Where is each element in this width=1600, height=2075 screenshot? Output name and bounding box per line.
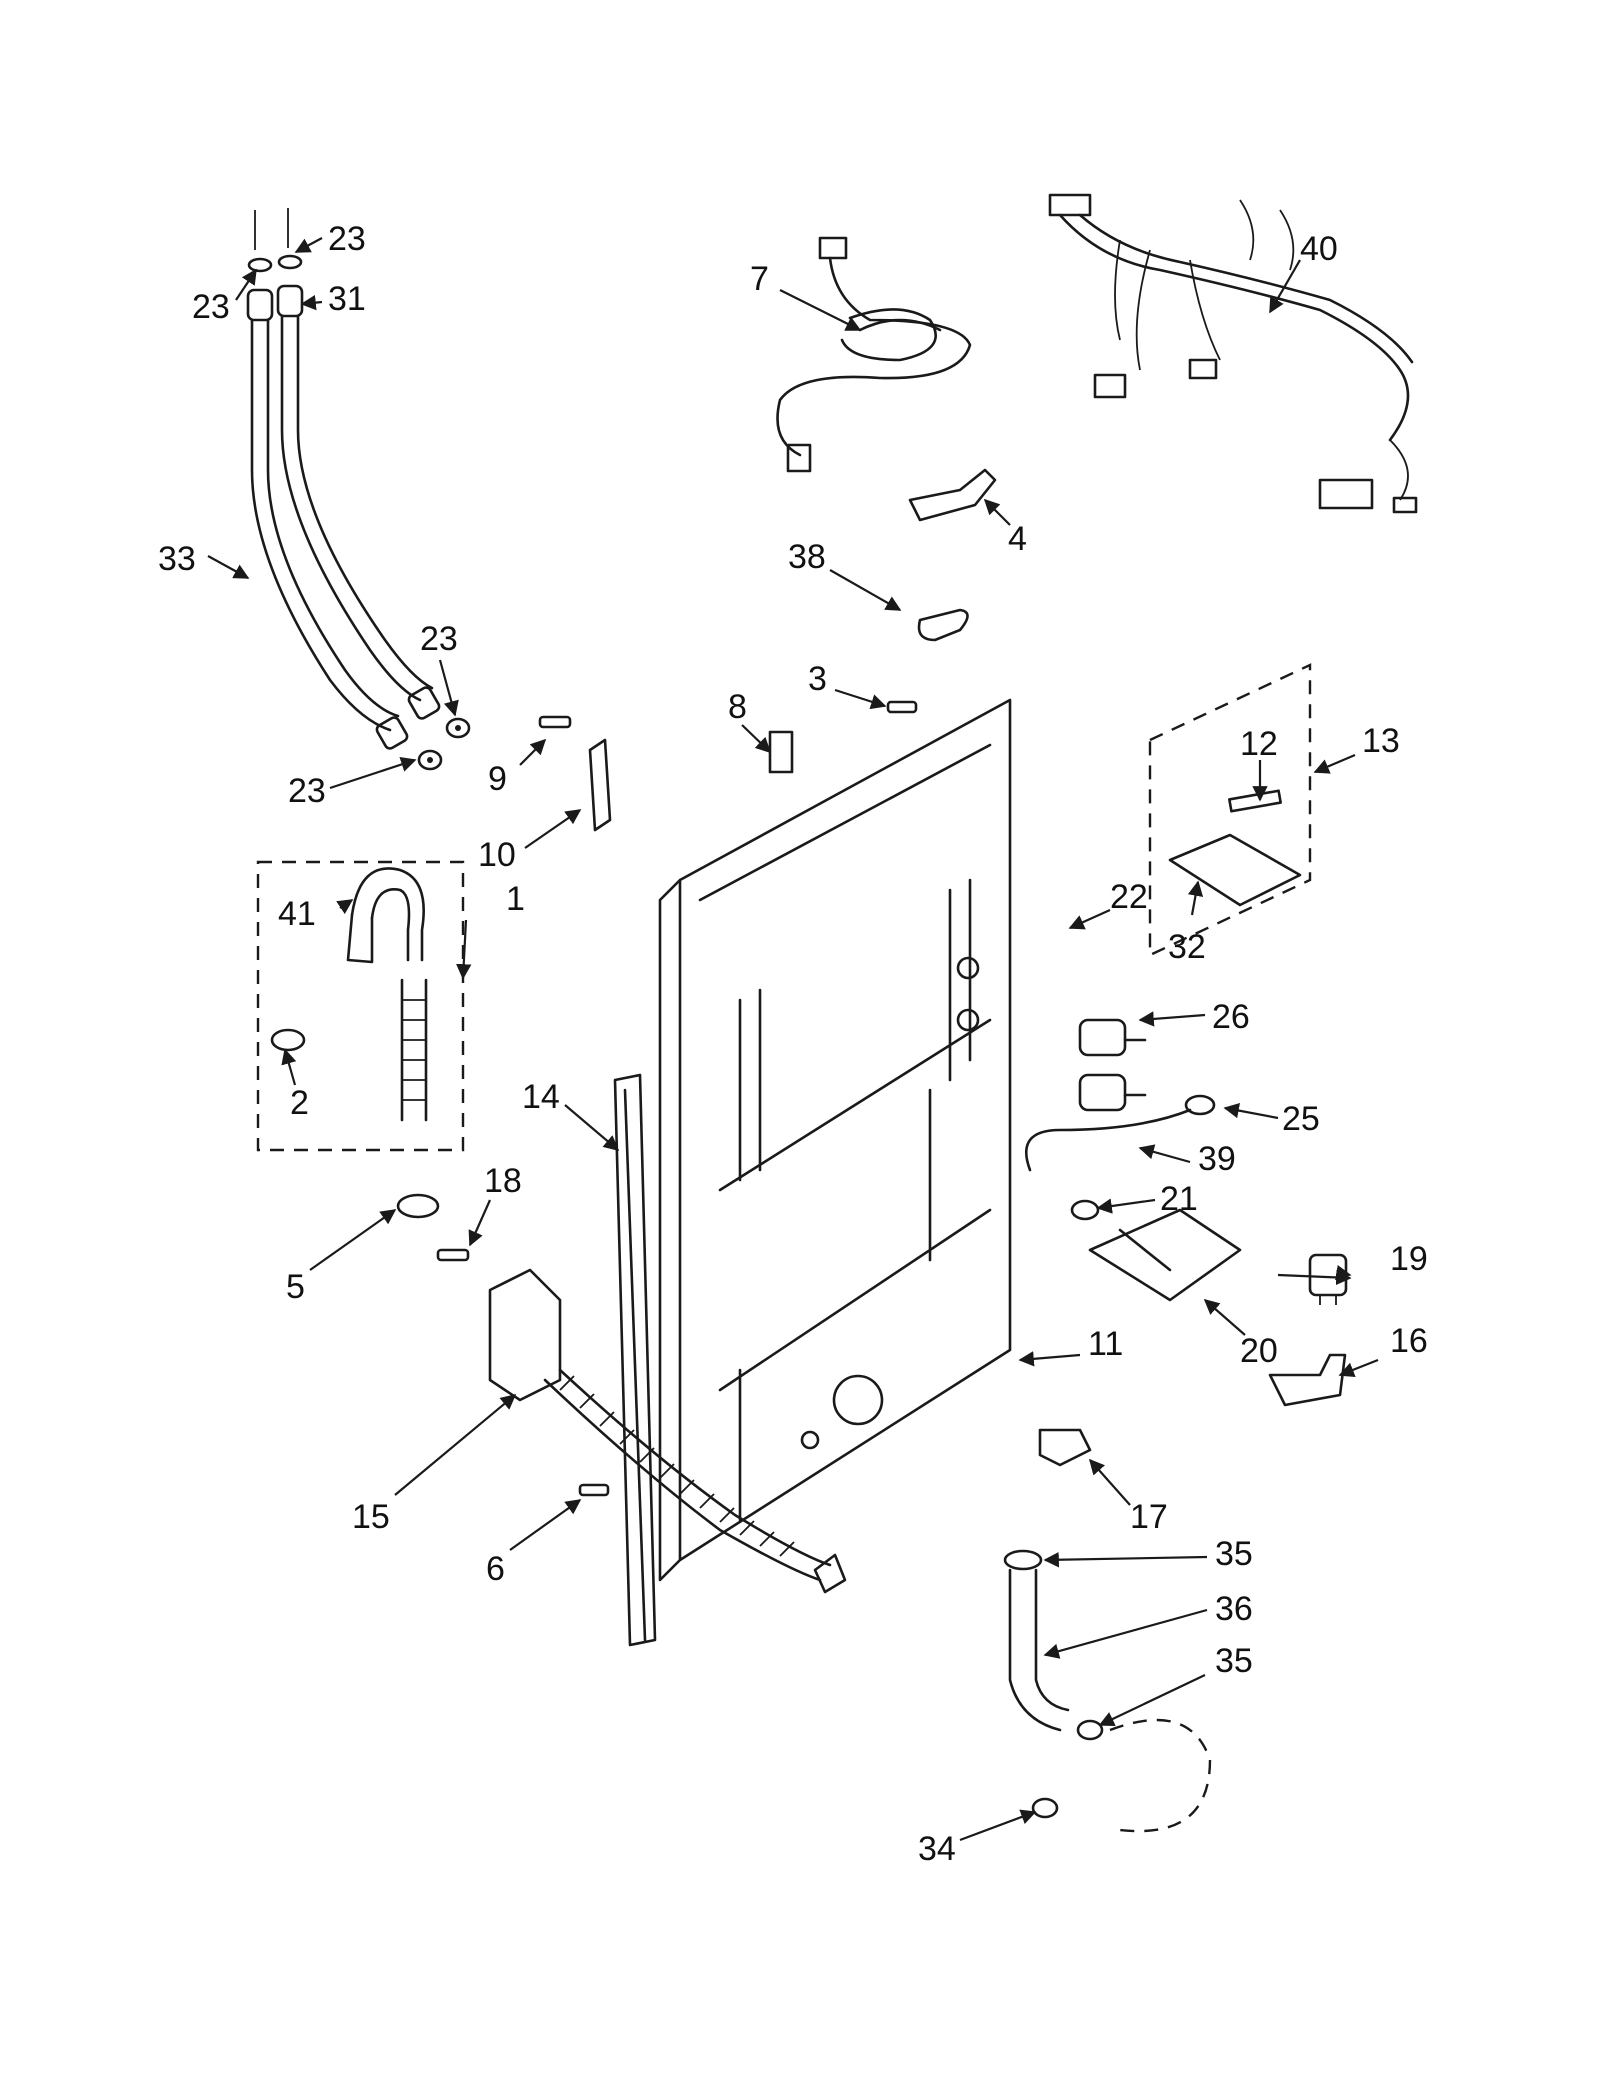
label-17: 17 bbox=[1130, 1498, 1168, 1536]
rear-panel bbox=[658, 698, 1012, 1582]
screw-6 bbox=[578, 1483, 610, 1497]
screw-9 bbox=[538, 715, 572, 729]
capacitor-19 bbox=[1308, 1253, 1348, 1305]
label-40: 40 bbox=[1300, 230, 1338, 268]
label-23c: 23 bbox=[420, 620, 458, 658]
water-valve bbox=[956, 956, 1147, 1112]
label-31: 31 bbox=[328, 280, 366, 318]
label-18: 18 bbox=[484, 1162, 522, 1200]
plate-17 bbox=[1038, 1428, 1092, 1467]
label-41: 41 bbox=[278, 895, 316, 933]
label-32: 32 bbox=[1168, 928, 1206, 966]
callout-labels: 23 23 31 33 23 23 41 1 2 5 18 14 15 6 7 … bbox=[158, 220, 1428, 1868]
label-33: 33 bbox=[158, 540, 196, 578]
label-35a: 35 bbox=[1215, 1535, 1253, 1573]
power-cord bbox=[776, 236, 972, 473]
hose-36 bbox=[1003, 1549, 1212, 1833]
bracket-16 bbox=[1268, 1353, 1347, 1407]
screw-3 bbox=[886, 700, 918, 714]
clamp-21 bbox=[1070, 1199, 1100, 1221]
label-5: 5 bbox=[286, 1268, 305, 1306]
label-22: 22 bbox=[1110, 878, 1148, 916]
label-15: 15 bbox=[352, 1498, 390, 1536]
label-1: 1 bbox=[506, 880, 525, 918]
wire-harness bbox=[1048, 193, 1418, 514]
label-34: 34 bbox=[918, 1830, 956, 1868]
clamp-5 bbox=[396, 1193, 440, 1219]
label-13: 13 bbox=[1362, 722, 1400, 760]
clamp-25 bbox=[1184, 1094, 1216, 1116]
leader-lines bbox=[207, 237, 1379, 1842]
drain-housing bbox=[488, 1268, 847, 1594]
label-4: 4 bbox=[1008, 520, 1027, 558]
bracket-4 bbox=[908, 468, 997, 522]
clip-38 bbox=[917, 608, 969, 642]
label-7: 7 bbox=[750, 260, 769, 298]
label-3: 3 bbox=[808, 660, 827, 698]
label-6: 6 bbox=[486, 1550, 505, 1588]
label-23a: 23 bbox=[328, 220, 366, 258]
label-23b: 23 bbox=[192, 288, 230, 326]
hose-39 bbox=[1024, 1108, 1192, 1172]
label-38: 38 bbox=[788, 538, 826, 576]
label-39: 39 bbox=[1198, 1140, 1236, 1178]
rail-14 bbox=[613, 1073, 657, 1647]
label-8: 8 bbox=[728, 688, 747, 726]
label-20: 20 bbox=[1240, 1332, 1278, 1370]
label-26: 26 bbox=[1212, 998, 1250, 1036]
label-35b: 35 bbox=[1215, 1642, 1253, 1680]
inlet-hoses bbox=[246, 208, 471, 771]
label-12: 12 bbox=[1240, 725, 1278, 763]
label-21: 21 bbox=[1160, 1180, 1198, 1218]
label-10: 10 bbox=[478, 836, 516, 874]
label-11: 11 bbox=[1088, 1325, 1123, 1363]
label-2: 2 bbox=[290, 1084, 309, 1122]
screw-18 bbox=[436, 1248, 470, 1262]
label-16: 16 bbox=[1390, 1322, 1428, 1360]
label-19: 19 bbox=[1390, 1240, 1428, 1278]
label-9: 9 bbox=[488, 760, 507, 798]
drain-hose-kit bbox=[256, 860, 465, 1152]
bracket-10 bbox=[588, 738, 612, 832]
bracket-20 bbox=[1088, 1208, 1242, 1302]
label-36: 36 bbox=[1215, 1590, 1253, 1628]
bracket-13 bbox=[1148, 663, 1312, 957]
label-23d: 23 bbox=[288, 772, 326, 810]
label-14: 14 bbox=[522, 1078, 560, 1116]
bracket-8 bbox=[768, 730, 794, 774]
label-25: 25 bbox=[1282, 1100, 1320, 1138]
